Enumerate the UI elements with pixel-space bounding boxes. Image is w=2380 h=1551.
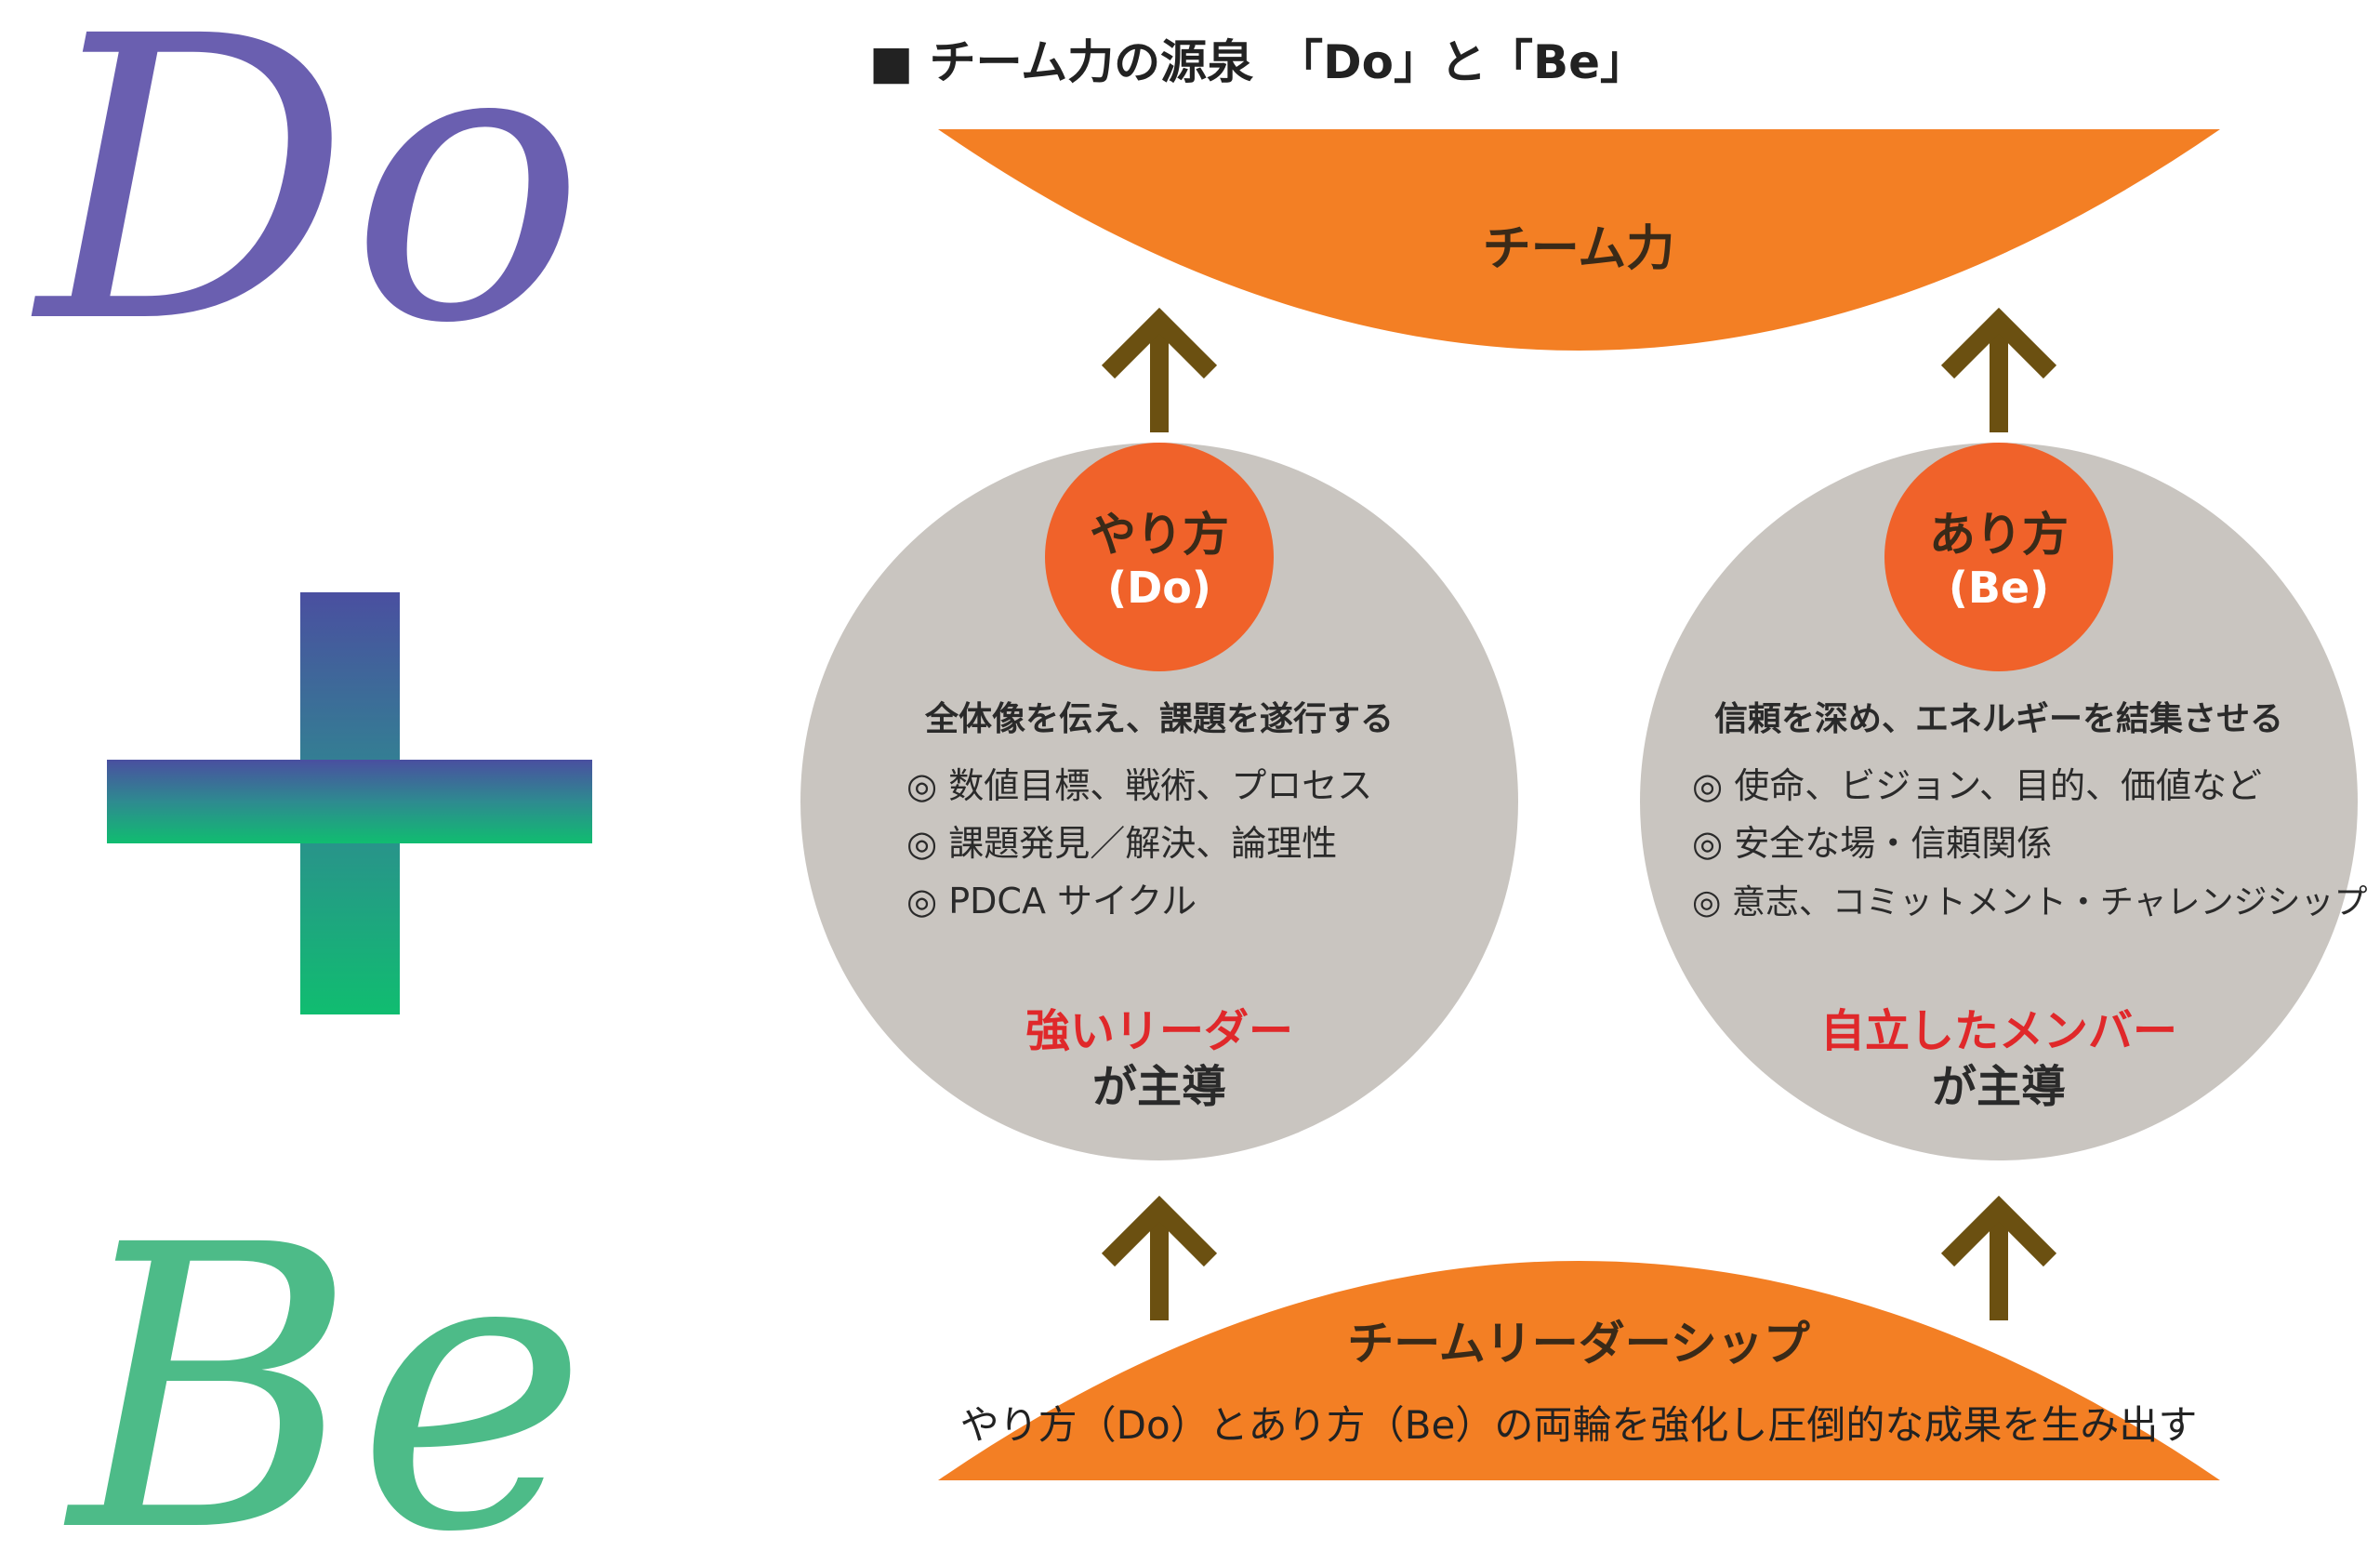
do-badge-title: やり方 bbox=[1090, 508, 1229, 562]
page-title: ■ チーム力の源泉 「Do」と「Be」 bbox=[869, 35, 1646, 89]
be-item: ◎ 意志、コミットメント・チャレンジシップ bbox=[1692, 883, 2368, 921]
be-heading: 信頼を深め、エネルギーを結集させる bbox=[1714, 700, 2283, 738]
logo-be: Be bbox=[63, 1163, 588, 1551]
logo-do: Do bbox=[31, 0, 585, 409]
be-badge bbox=[1884, 443, 2113, 671]
be-badge-sub: (Be) bbox=[1949, 563, 2049, 613]
team-power-shape bbox=[938, 129, 2220, 351]
be-lead-rest: が主導 bbox=[1932, 1061, 2066, 1113]
do-badge-sub: (Do) bbox=[1107, 563, 1211, 613]
be-badge-title: あり方 bbox=[1929, 508, 2069, 562]
arrow-up-icon bbox=[1108, 1209, 1210, 1320]
be-circle: あり方 (Be) 信頼を深め、エネルギーを結集させる ◎ 使命、ビジョン、目的、… bbox=[1640, 443, 2368, 1160]
do-item: ◎ 数値目標、戦術、プロセス bbox=[906, 765, 1372, 806]
do-item: ◎ PDCA サイクル bbox=[906, 881, 1197, 921]
do-lead-red: 強いリーダー bbox=[1025, 1005, 1293, 1057]
do-item: ◎ 課題発見／解決、論理性 bbox=[906, 823, 1337, 864]
team-power-label: チーム力 bbox=[1483, 221, 1674, 277]
be-lead-red: 自立したメンバー bbox=[1820, 1005, 2177, 1057]
arrow-up-icon bbox=[1948, 1209, 2050, 1320]
do-lead-rest: が主導 bbox=[1092, 1061, 1226, 1113]
do-badge bbox=[1045, 443, 1274, 671]
be-item: ◎ 使命、ビジョン、目的、価値など bbox=[1692, 765, 2262, 806]
team-leadership-label: チームリーダーシップ bbox=[1347, 1317, 1810, 1371]
plus-icon bbox=[107, 592, 592, 1014]
do-circle: やり方 (Do) 全体像を伝え、課題を遂行する ◎ 数値目標、戦術、プロセス ◎… bbox=[800, 443, 1518, 1160]
team-leadership-sub: やり方（Do）とあり方（Be）の両輪を強化し圧倒的な成果を生み出す bbox=[960, 1402, 2198, 1448]
be-item: ◎ 安全な場・信頼関係 bbox=[1692, 823, 2052, 864]
team-leadership-shape bbox=[938, 1261, 2220, 1480]
arrow-up-icon bbox=[1108, 321, 1210, 432]
arrow-up-icon bbox=[1948, 321, 2050, 432]
do-heading: 全体像を伝え、課題を遂行する bbox=[924, 699, 1394, 738]
